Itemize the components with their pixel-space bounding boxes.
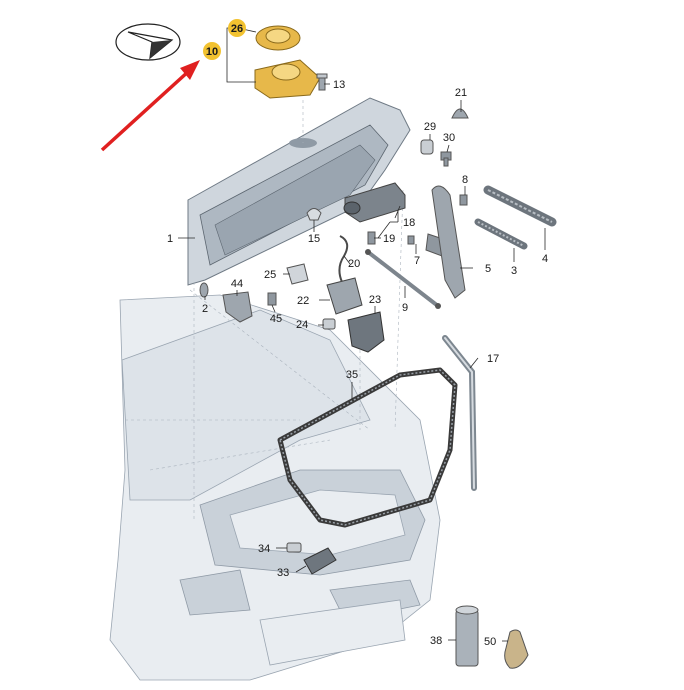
label-38: 38 [430,635,442,647]
screw-13 [316,73,328,91]
buffer-2 [199,282,209,298]
compass-direction-icon [115,23,181,61]
boot-lid [187,97,411,286]
car-body [109,294,441,681]
label-35: 35 [346,369,358,381]
label-9: 9 [402,302,408,314]
handle-unit [254,59,321,99]
label-13: 13 [333,79,345,91]
bolt-34 [286,542,302,553]
part-labels: 26 10 13 21 29 30 8 1 15 18 19 7 5 3 4 2… [167,23,548,648]
striker-33 [303,547,337,575]
spring-3 [474,218,528,250]
label-23: 23 [369,294,381,306]
pouch-50 [504,629,529,669]
grease-can-38 [455,605,479,667]
parts-group [199,25,557,669]
label-1: 1 [167,233,173,245]
label-45: 45 [270,313,282,325]
bush-29 [420,139,434,155]
strut-9 [365,249,441,309]
cover-23 [347,311,385,353]
label-18: 18 [403,217,415,229]
label-4: 4 [542,253,548,265]
label-10: 10 [206,46,218,58]
bolt-30 [440,151,452,167]
label-19: 19 [383,233,395,245]
label-2: 2 [202,303,208,315]
bracket-44 [222,291,253,323]
label-34: 34 [258,543,270,555]
label-29: 29 [424,121,436,133]
label-22: 22 [297,295,309,307]
label-15: 15 [308,233,320,245]
clip-25 [286,263,309,285]
bolt-8 [459,194,468,206]
label-33: 33 [277,567,289,579]
nut-24 [322,318,336,330]
label-20: 20 [348,258,360,270]
bolt-45 [267,292,277,306]
latch-22 [326,277,363,315]
hinge-5 [431,185,466,299]
label-30: 30 [443,132,455,144]
bolt-19 [367,231,376,245]
assembly-guide-lines [189,100,404,520]
drain-tube [442,335,477,491]
gas-strut-4 [483,185,557,227]
label-17: 17 [487,353,499,365]
badge-10 [203,42,221,60]
motor-18 [343,182,406,223]
label-5: 5 [485,263,491,275]
buffer-15 [306,208,322,221]
label-44: 44 [231,278,243,290]
label-25: 25 [264,269,276,281]
label-3: 3 [511,265,517,277]
label-26: 26 [231,23,243,35]
label-8: 8 [462,174,468,186]
label-7: 7 [414,255,420,267]
label-24: 24 [296,319,308,331]
cap-21 [451,108,469,119]
leader-lines [178,27,546,642]
label-21: 21 [455,87,467,99]
label-50: 50 [484,636,496,648]
emblem-cover [255,25,301,51]
badge-26 [228,19,246,37]
red-pointer-arrow [100,60,200,152]
